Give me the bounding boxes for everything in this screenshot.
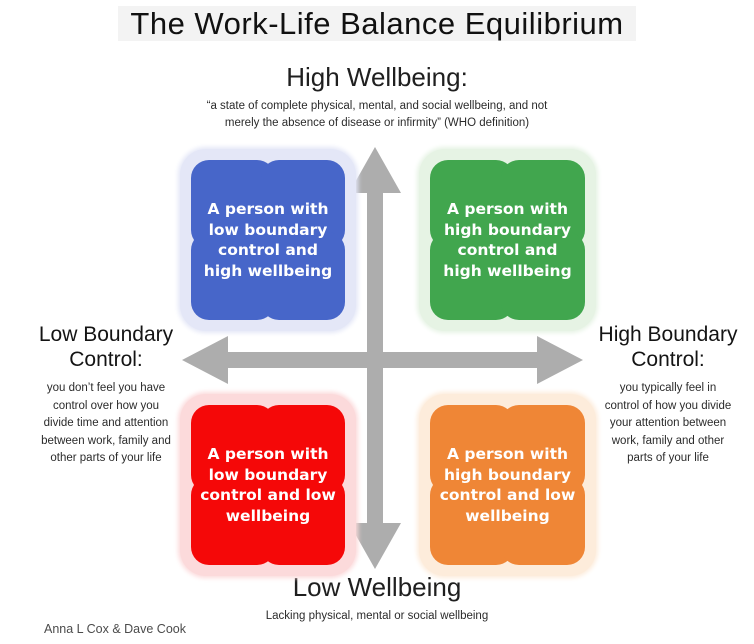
quadrant-shape	[430, 232, 514, 320]
quadrant-shape	[261, 477, 345, 565]
quadrant-label: A person with low boundary control and l…	[200, 445, 336, 525]
quadrant-low-boundary-low-wellbeing: A person with low boundary control and l…	[180, 394, 356, 576]
quadrant-label: A person with high boundary control and …	[443, 200, 572, 280]
horizontal-axis-arrow-icon	[182, 336, 583, 384]
low-boundary-heading: Low Boundary Control:	[38, 323, 174, 371]
page-title: The Work-Life Balance Equilibrium	[0, 5, 754, 43]
quadrant-label: A person with high boundary control and …	[439, 445, 576, 525]
quadrant-high-boundary-high-wellbeing: A person with high boundary control and …	[419, 149, 596, 331]
quadrant-shape	[261, 232, 345, 320]
high-boundary-heading: High Boundary Control:	[598, 323, 738, 371]
axis-high-wellbeing: High Wellbeing: “a state of complete phy…	[0, 62, 754, 132]
quadrant-shape	[430, 477, 514, 565]
quadrant-shape	[501, 232, 585, 320]
quadrant-label: A person with low boundary control and h…	[203, 200, 333, 280]
low-wellbeing-description: Lacking physical, mental or social wellb…	[265, 610, 489, 622]
high-wellbeing-description: “a state of complete physical, mental, a…	[206, 100, 548, 129]
axis-low-boundary-control: Low Boundary Control: you don’t feel you…	[18, 322, 194, 468]
high-wellbeing-heading: High Wellbeing:	[286, 62, 468, 92]
quadrant-low-boundary-high-wellbeing: A person with low boundary control and h…	[180, 149, 356, 331]
page-title-text: The Work-Life Balance Equilibrium	[118, 6, 636, 41]
high-boundary-description: you typically feel in control of how you…	[604, 382, 732, 464]
quadrant-shape	[501, 477, 585, 565]
axis-high-boundary-control: High Boundary Control: you typically fee…	[588, 322, 748, 468]
axis-low-wellbeing: Low Wellbeing Lacking physical, mental o…	[0, 572, 754, 625]
low-wellbeing-heading: Low Wellbeing	[292, 572, 462, 602]
quadrant-high-boundary-low-wellbeing: A person with high boundary control and …	[419, 394, 596, 576]
low-boundary-description: you don’t feel you have control over how…	[41, 382, 171, 464]
attribution-text: Anna L Cox & Dave Cook	[44, 622, 186, 636]
